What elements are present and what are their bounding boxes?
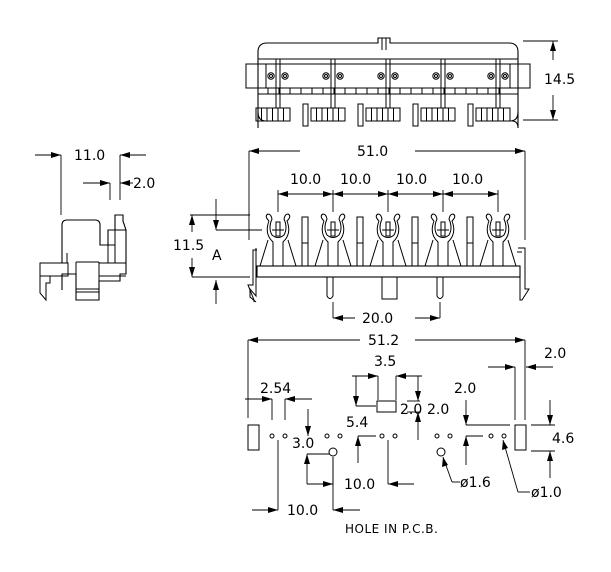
screw-icon: [281, 72, 289, 80]
dim-right-slot-width: 2.0: [544, 346, 566, 362]
arrow: [278, 191, 288, 197]
front-clip: [314, 213, 352, 267]
side-view: 11.0 2.0: [35, 148, 155, 302]
front-clip: [369, 213, 407, 267]
arrow: [433, 191, 443, 197]
datum-a: A: [212, 248, 222, 264]
clip-outline: [485, 213, 511, 266]
top-clip: [420, 59, 456, 122]
dim-post-spacing: 20.0: [362, 311, 393, 327]
dim-small-hole-dia: ø1.0: [531, 485, 562, 501]
dim-side-offset: 2.0: [133, 176, 155, 192]
dim-large-hole-dia: ø1.6: [460, 475, 491, 491]
small-hole: [379, 433, 385, 439]
top-clip: [365, 59, 401, 122]
front-spacer: [411, 216, 419, 267]
dim-front-length: 51.0: [357, 144, 388, 160]
clip-slot: [385, 221, 391, 237]
large-hole-right: [436, 447, 446, 457]
end-slot-right: [514, 424, 527, 451]
screw-icon: [432, 72, 440, 80]
dim-top-height: 14.5: [544, 72, 575, 88]
dim-right-offset-upper: 2.0: [454, 381, 476, 397]
front-spacer: [301, 216, 309, 267]
front-clip: [479, 213, 517, 267]
large-hole-left: [328, 447, 338, 457]
small-hole: [447, 433, 453, 439]
dim-center-slot-height: 2.0: [400, 402, 422, 418]
spacer-post: [302, 103, 309, 127]
clip-outline: [375, 213, 401, 266]
dim-center-slot-width: 3.5: [374, 354, 396, 370]
screw-icon: [487, 72, 495, 80]
arrow: [388, 191, 398, 197]
top-clip: [255, 59, 291, 122]
spacer-post: [467, 103, 474, 127]
small-hole: [269, 433, 275, 439]
screw-icon: [267, 72, 275, 80]
pcb-layout-title: HOLE IN P.C.B.: [345, 522, 438, 536]
screw-icon: [336, 72, 344, 80]
arrow: [333, 191, 343, 197]
end-slot-left: [247, 424, 260, 451]
spacer-post: [357, 103, 364, 127]
small-hole: [324, 433, 330, 439]
dim-pitch-4: 10.0: [452, 172, 483, 188]
front-spacer: [356, 216, 364, 267]
dim-pitch-2: 10.0: [340, 172, 371, 188]
arrow: [443, 191, 453, 197]
small-hole: [434, 433, 440, 439]
small-hole: [392, 433, 398, 439]
small-hole: [337, 433, 343, 439]
dim-side-width: 11.0: [74, 148, 105, 164]
screw-icon: [377, 72, 385, 80]
clip-outline: [320, 213, 346, 266]
dim-offset-5-4: 5.4: [346, 415, 368, 431]
clip-slot: [275, 221, 281, 237]
clip-slot: [440, 221, 446, 237]
dim-right-offset-lower: 2.0: [427, 402, 449, 418]
pcb-hole-layout: 51.2 2.54 3.5: [245, 333, 574, 536]
dim-pcb-length: 51.2: [368, 333, 399, 349]
top-clip: [475, 59, 511, 122]
screw-icon: [391, 72, 399, 80]
dim-front-height: 11.5: [173, 238, 204, 254]
top-view: 14.5: [245, 37, 575, 129]
dim-pitch-1: 10.0: [290, 172, 321, 188]
center-slot: [376, 400, 397, 413]
screw-icon: [501, 72, 509, 80]
small-hole: [282, 433, 288, 439]
screw-icon: [322, 72, 330, 80]
clip-outline: [430, 213, 456, 266]
dim-right-slot-height: 4.6: [552, 431, 574, 447]
dim-spacing-b: 10.0: [287, 503, 318, 519]
dim-pitch-3: 10.0: [396, 172, 427, 188]
front-spacer: [466, 216, 474, 267]
front-clip: [259, 213, 297, 267]
small-hole: [501, 433, 507, 439]
top-clip: [310, 59, 346, 122]
front-view: 51.0 10.0 10.0 10.0 10.0 11.5 A 20.0: [173, 144, 530, 327]
dim-offset-3-0: 3.0: [292, 436, 314, 452]
arrow: [378, 191, 388, 197]
front-clip: [424, 213, 462, 267]
spacer-post: [412, 103, 419, 127]
clip-slot: [330, 221, 336, 237]
screw-icon: [446, 72, 454, 80]
small-hole: [488, 433, 494, 439]
clip-outline: [265, 213, 291, 266]
clip-slot: [495, 221, 501, 237]
arrow: [323, 191, 333, 197]
dim-hole-pitch: 2.54: [260, 381, 291, 397]
dim-spacing-a: 10.0: [344, 477, 375, 493]
arrow: [488, 191, 498, 197]
